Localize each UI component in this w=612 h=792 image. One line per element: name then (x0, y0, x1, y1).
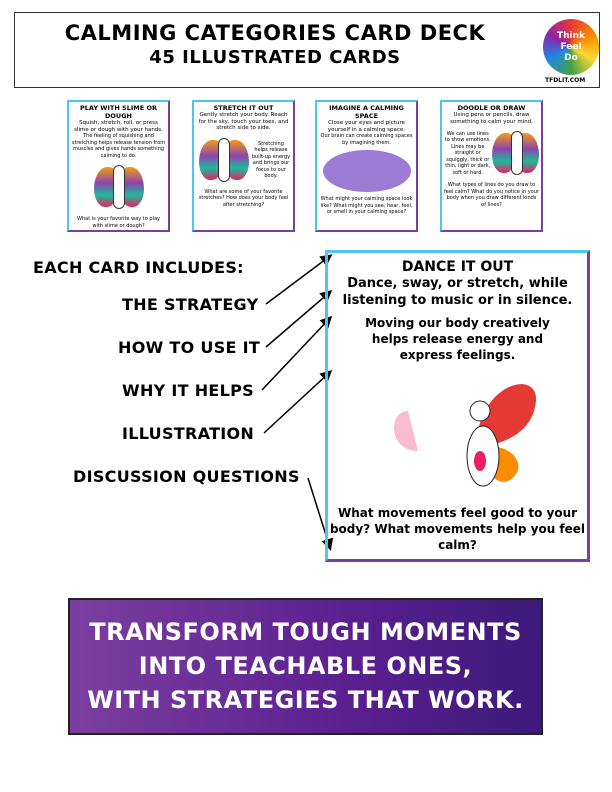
include-item: WHY IT HELPS (122, 381, 254, 400)
dancing-butterfly-illustration (394, 384, 537, 487)
include-item: ILLUSTRATION (122, 424, 255, 443)
include-item: HOW TO USE IT (118, 338, 261, 357)
include-item: DISCUSSION QUESTIONS (73, 467, 300, 486)
logo-url: TFDLIT.COM (545, 77, 586, 84)
header-box: CALMING CATEGORIES CARD DECK 45 ILLUSTRA… (14, 12, 600, 88)
calming-space-illustration (322, 150, 411, 192)
example-why: Moving our body creatively helps release… (365, 316, 550, 362)
subtitle: 45 ILLUSTRATED CARDS (149, 47, 401, 68)
butterfly-illustration (198, 137, 249, 183)
title: CALMING CATEGORIES CARD DECK (64, 21, 486, 45)
includes-heading: EACH CARD INCLUDES: (33, 258, 244, 277)
butterfly-illustration (491, 131, 539, 176)
include-item: THE STRATEGY (122, 295, 259, 314)
example-title: DANCE IT OUT (401, 259, 514, 275)
example-card: DANCE IT OUT Dance, sway, or stretch, wh… (325, 250, 590, 562)
example-questions: What movements feel good to your body? W… (329, 506, 586, 552)
example-how: Dance, sway, or stretch, while listening… (342, 276, 573, 308)
butterfly-illustration (93, 165, 144, 210)
